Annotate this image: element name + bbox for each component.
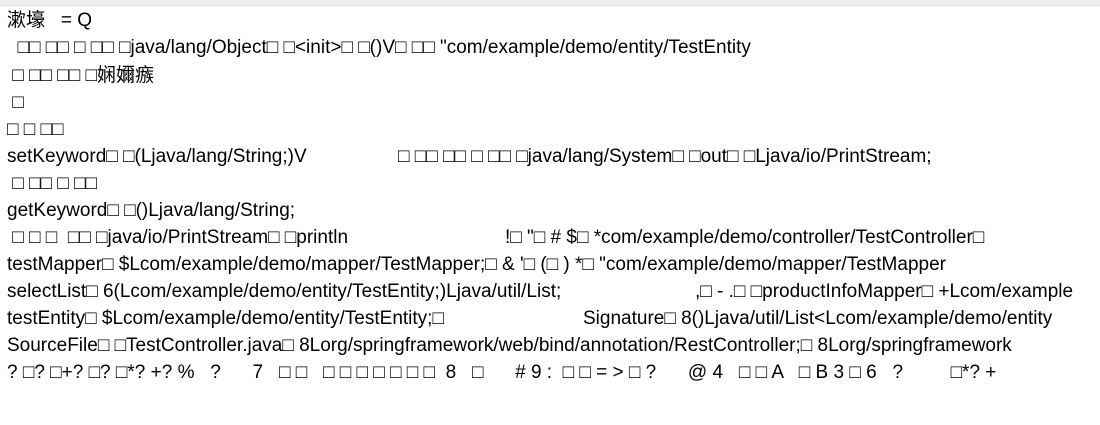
- line-text: □□ □□ □ □□ □java/lang/Object□ □<init>□ □…: [7, 37, 751, 58]
- text-line: testEntity□ $Lcom/example/demo/entity/Te…: [7, 305, 1100, 332]
- line-text: □: [7, 92, 24, 113]
- text-line: selectList□ 6(Lcom/example/demo/entity/T…: [7, 278, 1100, 305]
- line-text: setKeyword□ □(Ljava/lang/String;)V: [7, 146, 307, 167]
- line-text: □ □□ □□ □娴嬭瘯: [7, 65, 154, 86]
- line-text-continued: Signature□ 8()Ljava/util/List<Lcom/examp…: [583, 308, 1053, 329]
- line-text: SourceFile□ □TestController.java□ 8Lorg/…: [7, 335, 1012, 356]
- line-text: selectList□ 6(Lcom/example/demo/entity/T…: [7, 281, 562, 302]
- text-line: setKeyword□ □(Ljava/lang/String;)V □ □□ □…: [7, 143, 1100, 170]
- text-line: □□ □□ □ □□ □java/lang/Object□ □<init>□ □…: [7, 34, 751, 61]
- toolbar-strip: [0, 0, 1100, 6]
- line-text: 漱壕 = Q: [7, 10, 92, 31]
- line-text: getKeyword□ □()Ljava/lang/String;: [7, 200, 296, 221]
- text-line: □: [7, 89, 24, 116]
- text-line: SourceFile□ □TestController.java□ 8Lorg/…: [7, 332, 1100, 359]
- line-text: ? □? □+? □? □*? +? % ? 7 □ □ □ □ □ □ □ □…: [7, 362, 997, 383]
- line-text: □ □ □□: [7, 119, 64, 140]
- text-line: □ □ □ □□ □java/io/PrintStream□ □println!…: [7, 224, 1100, 251]
- line-text-continued: □ □□ □□ □ □□ □java/lang/System□ □out□ □L…: [398, 146, 932, 167]
- text-line: □ □ □□: [7, 116, 63, 143]
- text-line: 漱壕 = Q: [7, 7, 92, 34]
- line-text-continued: ,□ - .□ □productInfoMapper□ +Lcom/exampl…: [695, 281, 1074, 302]
- text-line: testMapper□ $Lcom/example/demo/mapper/Te…: [7, 251, 1100, 278]
- line-text: testMapper□ $Lcom/example/demo/mapper/Te…: [7, 254, 946, 275]
- text-line: □ □□ □ □□: [7, 170, 97, 197]
- text-line: □ □□ □□ □娴嬭瘯: [7, 62, 154, 89]
- text-line: ? □? □+? □? □*? +? % ? 7 □ □ □ □ □ □ □ □…: [7, 359, 1100, 386]
- line-text-continued: !□ "□ # $□ *com/example/demo/controller/…: [505, 227, 985, 248]
- text-line: getKeyword□ □()Ljava/lang/String;: [7, 197, 295, 224]
- line-text: testEntity□ $Lcom/example/demo/entity/Te…: [7, 308, 444, 329]
- text-editor-area[interactable]: 漱壕 = Q □□ □□ □ □□ □java/lang/Object□ □<i…: [0, 6, 1100, 425]
- line-text: □ □□ □ □□: [7, 173, 97, 194]
- line-text: □ □ □ □□ □java/io/PrintStream□ □println: [7, 227, 349, 248]
